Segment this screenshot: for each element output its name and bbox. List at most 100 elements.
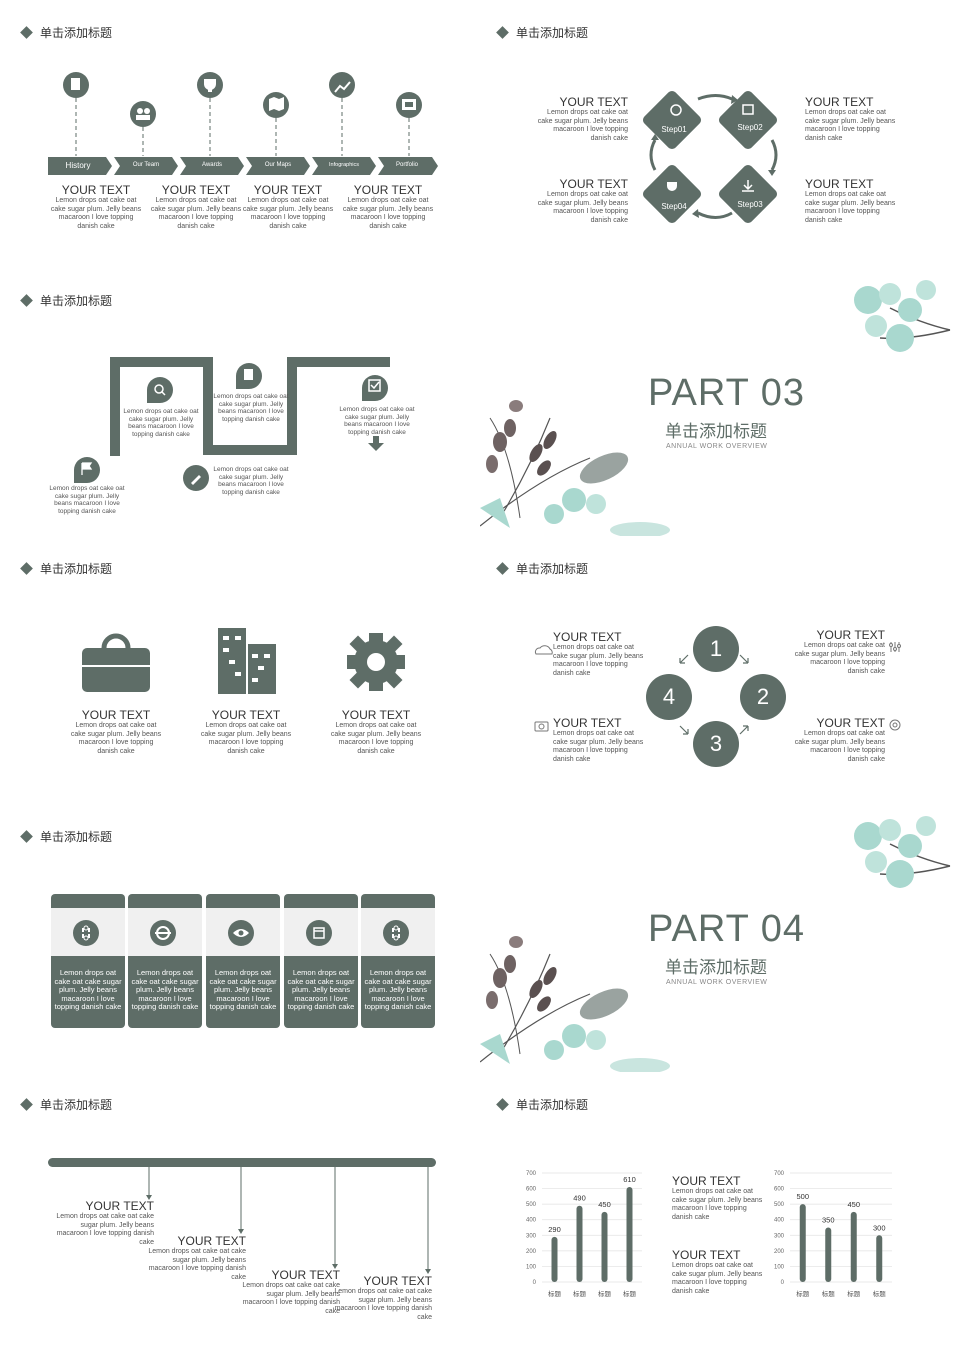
path-text-1: Lemon drops oat cake oat cake sugar plum… bbox=[123, 408, 199, 438]
body: Lemon drops oat cake oat cake sugar plum… bbox=[200, 722, 292, 755]
part-subtitle: ANNUAL WORK OVERVIEW bbox=[666, 979, 768, 986]
x-tick-label: 标题 bbox=[598, 1289, 612, 1298]
map-icon bbox=[263, 92, 289, 118]
heading: YOUR TEXT bbox=[553, 630, 622, 644]
card: Lemon drops oat cake oat cake sugar plum… bbox=[284, 894, 358, 1028]
heading: YOUR TEXT bbox=[805, 177, 874, 191]
diamond-bullet-icon bbox=[20, 830, 33, 843]
body: Lemon drops oat cake oat cake sugar plum… bbox=[148, 1248, 246, 1281]
timeline-label-2: Our Team bbox=[132, 162, 160, 168]
heading: YOUR TEXT bbox=[253, 183, 323, 197]
heading: YOUR TEXT bbox=[672, 1248, 741, 1262]
slide-title-text: 单击添加标题 bbox=[40, 26, 113, 40]
body: Lemon drops oat cake oat cake sugar plum… bbox=[794, 642, 885, 675]
data-label: 450 bbox=[847, 1200, 860, 1209]
heading: YOUR TEXT bbox=[81, 708, 151, 722]
floral-decoration bbox=[480, 816, 951, 1072]
checkbox-icon bbox=[362, 375, 388, 401]
path-text-3: Lemon drops oat cake oat cake sugar plum… bbox=[339, 406, 415, 436]
body: Lemon drops oat cake oat cake sugar plum… bbox=[805, 109, 896, 142]
data-label: 490 bbox=[573, 1194, 586, 1203]
slide-part04: PART 04 单击添加标题 ANNUAL WORK OVERVIEW bbox=[480, 804, 960, 1072]
bar bbox=[626, 1187, 633, 1282]
data-label: 290 bbox=[548, 1225, 561, 1234]
slide-part03: PART 03 单击添加标题 ANNUAL WORK OVERVIEW bbox=[480, 268, 960, 536]
path-text-5: Lemon drops oat cake oat cake sugar plum… bbox=[213, 466, 289, 496]
calendar-icon bbox=[306, 920, 332, 946]
step04-diamond bbox=[642, 164, 702, 224]
slide-title-text: 单击添加标题 bbox=[40, 562, 113, 576]
y-tick-label: 600 bbox=[774, 1187, 785, 1193]
data-label: 350 bbox=[822, 1216, 835, 1225]
y-tick-label: 700 bbox=[526, 1171, 537, 1177]
step01-label: Step01 bbox=[661, 125, 687, 134]
y-tick-label: 500 bbox=[774, 1202, 785, 1208]
buildings-icon bbox=[218, 628, 276, 694]
y-tick-label: 500 bbox=[526, 1202, 537, 1208]
body: Lemon drops oat cake oat cake sugar plum… bbox=[342, 197, 434, 230]
step01-diamond bbox=[642, 90, 702, 150]
bar bbox=[601, 1211, 608, 1282]
slide-title: 单击添加标题 bbox=[496, 24, 588, 41]
pencil-icon bbox=[183, 465, 209, 491]
data-label: 300 bbox=[873, 1223, 886, 1232]
step02-diamond bbox=[718, 90, 778, 150]
step-cycle-graphic bbox=[642, 90, 778, 224]
heading: YOUR TEXT bbox=[341, 708, 411, 722]
step03-diamond bbox=[718, 164, 778, 224]
eye-icon bbox=[228, 920, 254, 946]
timeline-label-6: Portfolio bbox=[395, 162, 418, 168]
arrow-band bbox=[48, 157, 438, 175]
y-tick-label: 300 bbox=[774, 1233, 785, 1239]
data-label: 610 bbox=[623, 1175, 636, 1184]
step03-label: Step03 bbox=[737, 200, 763, 209]
part-number: PART 04 bbox=[648, 908, 805, 950]
body: Lemon drops oat cake oat cake sugar plum… bbox=[672, 1188, 763, 1221]
card-text: Lemon drops oat cake oat cake sugar plum… bbox=[54, 968, 122, 1011]
bar bbox=[850, 1211, 857, 1282]
slide-title-text: 单击添加标题 bbox=[516, 562, 589, 576]
body: Lemon drops oat cake oat cake sugar plum… bbox=[553, 644, 644, 677]
body: Lemon drops oat cake oat cake sugar plum… bbox=[330, 722, 422, 755]
trophy-icon bbox=[197, 72, 223, 98]
heading: YOUR TEXT bbox=[211, 708, 281, 722]
slide-title: 单击添加标题 bbox=[20, 828, 112, 845]
card-text: Lemon drops oat cake oat cake sugar plum… bbox=[287, 968, 355, 1011]
heading: YOUR TEXT bbox=[816, 716, 885, 730]
circle-number-4: 4 bbox=[646, 674, 692, 720]
book-icon bbox=[63, 72, 89, 98]
link-icon bbox=[73, 920, 99, 946]
slide-five-cards: 单击添加标题 Lemon drops oat cake oat cake sug… bbox=[0, 804, 480, 1072]
x-tick-label: 标题 bbox=[548, 1289, 562, 1298]
heading: YOUR TEXT bbox=[672, 1174, 741, 1188]
arrow-down-icon bbox=[368, 436, 384, 451]
settings-icon bbox=[889, 719, 901, 731]
body: Lemon drops oat cake oat cake sugar plum… bbox=[794, 730, 885, 763]
y-tick-label: 0 bbox=[533, 1280, 537, 1286]
three-icons-graphic bbox=[82, 628, 405, 694]
card: Lemon drops oat cake oat cake sugar plum… bbox=[128, 894, 202, 1028]
search-icon bbox=[147, 377, 173, 403]
card-text: Lemon drops oat cake oat cake sugar plum… bbox=[131, 968, 199, 1011]
body: Lemon drops oat cake oat cake sugar plum… bbox=[334, 1288, 432, 1321]
timeline-label-1: History bbox=[65, 161, 91, 170]
y-tick-label: 200 bbox=[774, 1249, 785, 1255]
heading: YOUR TEXT bbox=[161, 183, 231, 197]
body: Lemon drops oat cake oat cake sugar plum… bbox=[537, 109, 628, 142]
slide-winding-path: 单击添加标题 Lemon drops oat cake oat cake sug… bbox=[0, 268, 480, 536]
chart-line-icon bbox=[329, 72, 355, 98]
y-tick-label: 300 bbox=[526, 1233, 537, 1239]
circle-cycle-graphic bbox=[534, 642, 901, 735]
